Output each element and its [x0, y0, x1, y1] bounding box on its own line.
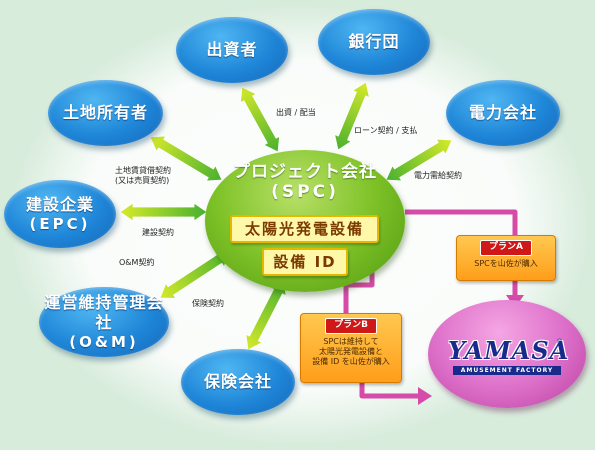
landowner-relation-line-2: (又は売買契約): [115, 176, 170, 186]
power-relation-label: 電力需給契約: [414, 171, 462, 180]
epc-name: 建設企業: [25, 194, 94, 214]
spc-abbr: (SPC): [271, 182, 339, 203]
plan-b-text-1: SPCは維持して: [323, 336, 379, 346]
plan-a-box: プランA SPCを山佐が購入: [456, 235, 556, 281]
solar-equipment-box: 太陽光発電設備: [230, 215, 379, 243]
investor-node: 出資者: [176, 17, 288, 83]
registered-mark: ®: [556, 338, 563, 346]
epc-node: 建設企業 (EPC): [4, 180, 116, 248]
om-abbr: (O&M): [69, 332, 139, 351]
bank-relation-label: ローン契約 / 支払: [354, 126, 418, 135]
relation-arrows: [119, 81, 453, 351]
bank-label: 銀行団: [348, 32, 400, 51]
plan-b-text-2: 太陽光発電設備と: [319, 347, 383, 357]
plan-b-flow-line-lower: [359, 383, 420, 399]
insurance-label: 保険会社: [203, 372, 272, 391]
yamasa-logo: YAMASA: [448, 336, 570, 365]
landowner-label: 土地所有者: [62, 103, 148, 122]
equipment-id-box: 設備 ID: [262, 248, 348, 276]
om-relation-label: O&M契約: [119, 258, 155, 267]
spc-title: プロジェクト会社 (SPC): [210, 162, 400, 203]
investor-relation-label: 出資 / 配当: [276, 108, 316, 117]
spc-name: プロジェクト会社: [233, 162, 377, 182]
landowner-node: 土地所有者: [48, 80, 163, 146]
plan-b-text-3: 設備 ID を山佐が購入: [312, 357, 390, 367]
om-node: 運営維持管理会社 (O&M): [39, 287, 169, 357]
epc-abbr: (EPC): [29, 214, 91, 233]
investor-label: 出資者: [206, 40, 258, 59]
plan-a-tag: プランA: [480, 240, 532, 256]
insurance-node: 保険会社: [181, 349, 295, 415]
plan-b-tag: プランB: [325, 318, 377, 334]
plan-b-box: プランB SPCは維持して 太陽光発電設備と 設備 ID を山佐が購入: [300, 313, 402, 383]
plan-b-arrowhead: [418, 387, 432, 405]
landowner-relation-line-1: 土地賃貸借契約: [115, 166, 171, 175]
yamasa-subtitle: AMUSEMENT FACTORY: [453, 366, 561, 375]
landowner-relation-label: 土地賃貸借契約 (又は売買契約): [115, 166, 171, 187]
power-company-node: 電力会社: [446, 80, 560, 146]
buyer-node: [428, 300, 586, 408]
plan-a-text: SPCを山佐が購入: [474, 258, 538, 268]
epc-relation-label: 建設契約: [142, 228, 174, 237]
insurance-relation-label: 保険契約: [192, 299, 224, 308]
power-company-label: 電力会社: [468, 103, 537, 122]
bank-node: 銀行団: [318, 9, 430, 75]
om-name: 運営維持管理会社: [44, 292, 164, 332]
bank-relation-arrow: [334, 81, 370, 151]
